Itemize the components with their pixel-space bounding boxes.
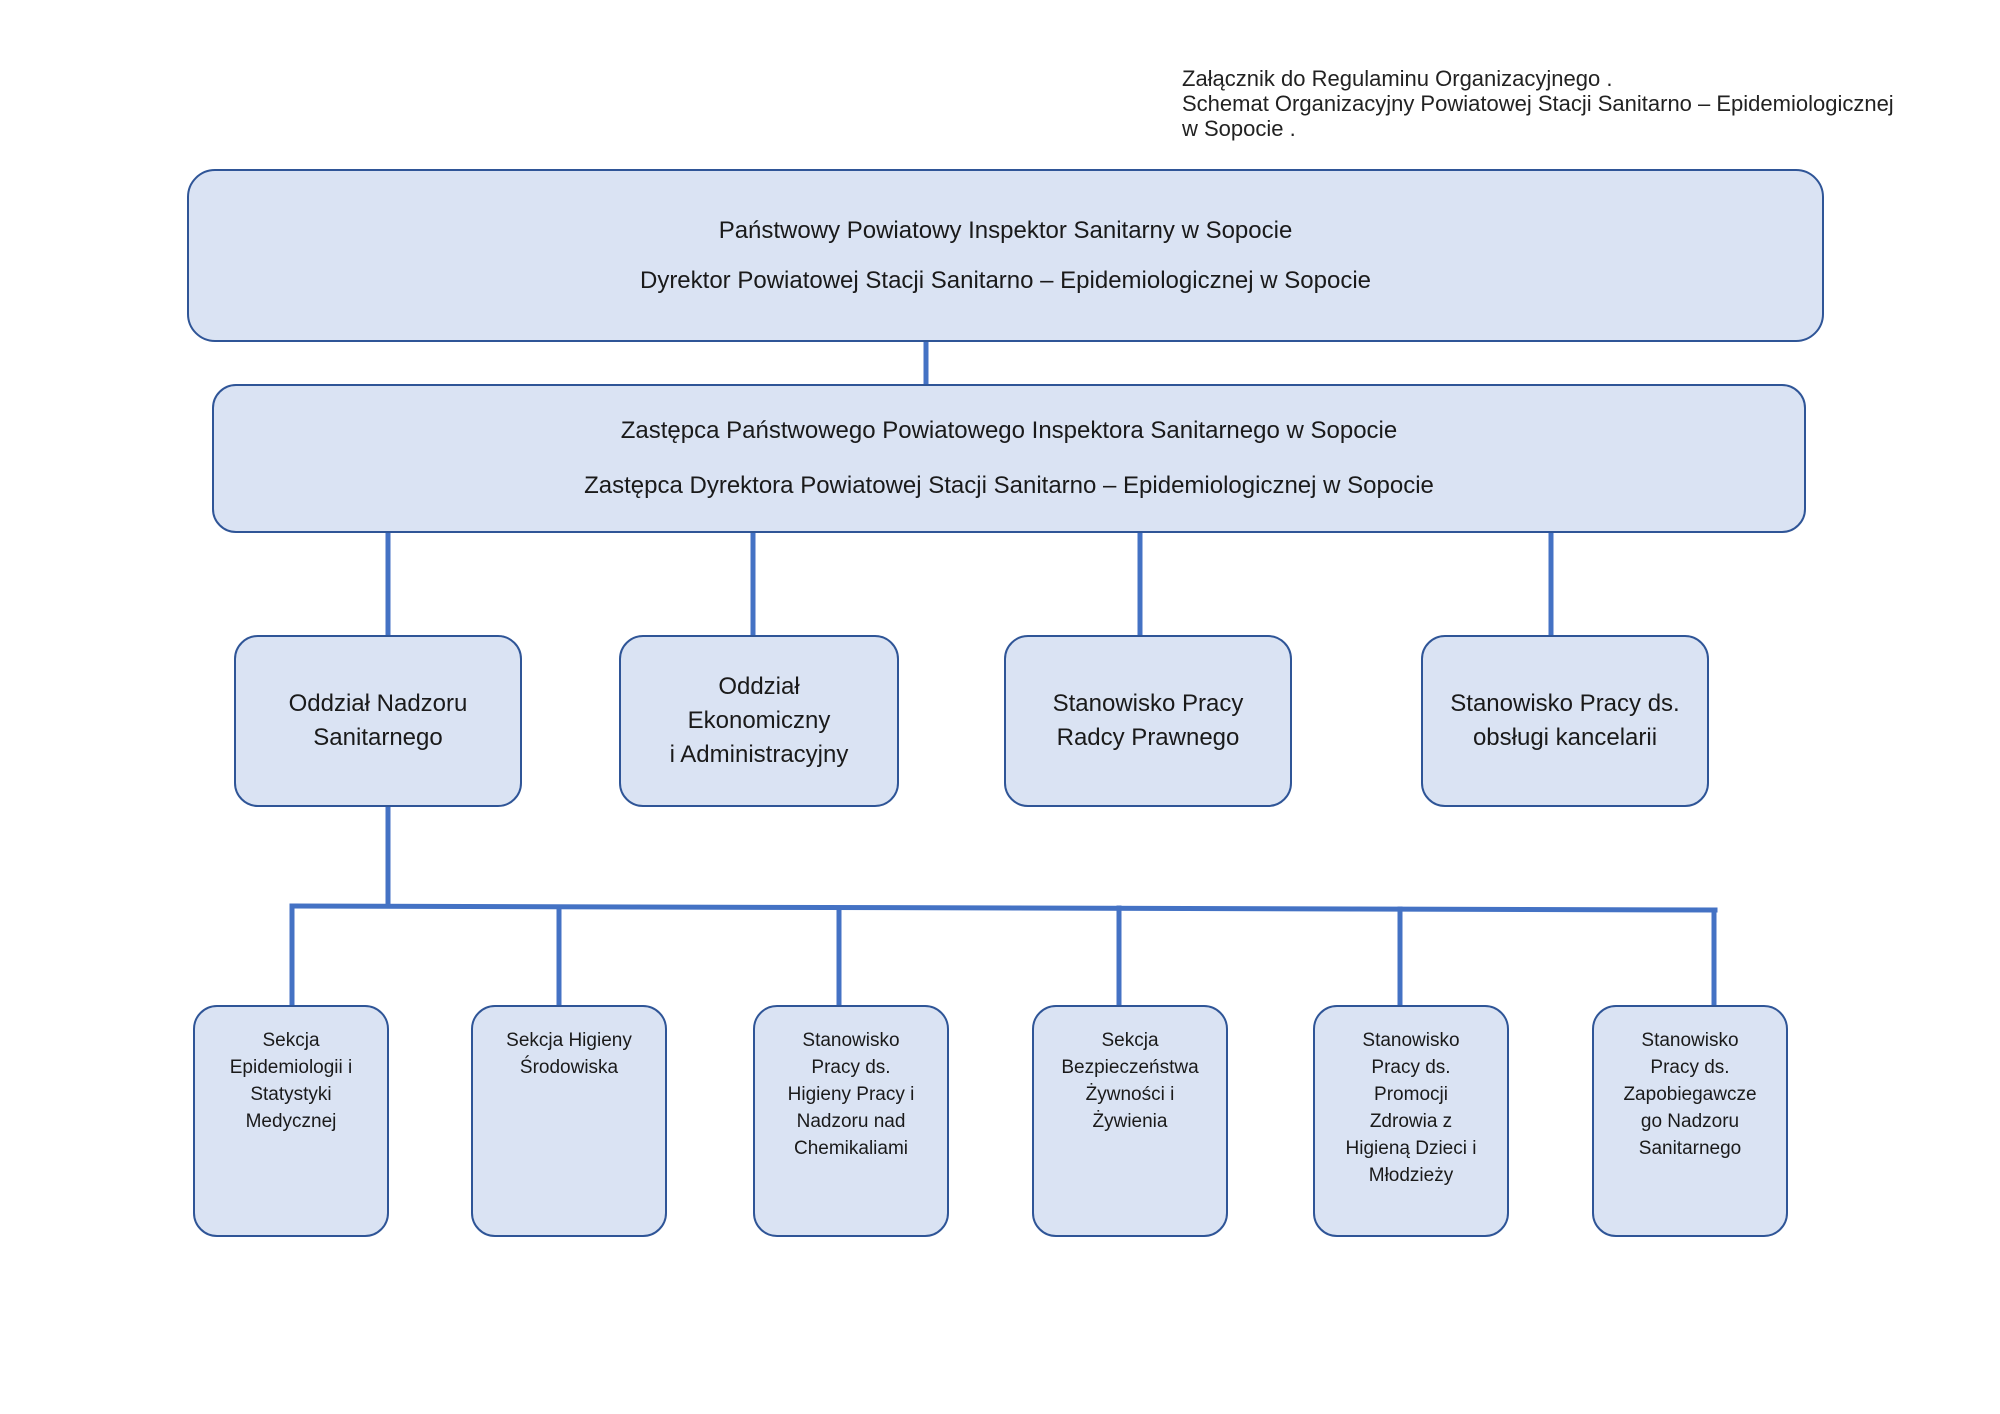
header-note-line-1: Załącznik do Regulaminu Organizacyjnego … [1182,66,1613,91]
section-label-line: Sekcja [262,1030,320,1051]
section-label-line: Zdrowia z [1369,1111,1453,1132]
section-box-food-safety: Sekcja Bezpieczeństwa Żywności i Żywieni… [1032,1005,1228,1237]
header-note-line-3: w Sopocie . [1182,116,1296,141]
department-box-economic-administrative: Oddział Ekonomiczny i Administracyjny [619,635,899,807]
header-note-line-2: Schemat Organizacyjny Powiatowej Stacji … [1182,91,1894,116]
department-label-line: Oddział Nadzoru [288,690,468,717]
department-label-line: Radcy Prawnego [1056,724,1240,751]
section-box-health-promotion: Stanowisko Pracy ds. Promocji Zdrowia z … [1313,1005,1509,1237]
section-box-epidemiology-statistics: Sekcja Epidemiologii i Statystyki Medycz… [193,1005,389,1237]
section-label-line: Higieny Pracy i [787,1084,915,1105]
section-label-line: Epidemiologii i [229,1057,353,1078]
section-label-line: Pracy ds. [1371,1057,1451,1078]
section-label-line: Nadzoru nad [796,1111,906,1132]
document-header-note: Załącznik do Regulaminu Organizacyjnego … [1182,66,1962,141]
section-label-line: go Nadzoru [1640,1111,1740,1132]
department-label-line: i Administracyjny [669,741,849,768]
department-box-sanitary-supervision: Oddział Nadzoru Sanitarnego [234,635,522,807]
section-box-preventive-supervision: Stanowisko Pracy ds. Zapobiegawcze go Na… [1592,1005,1788,1237]
department-label-line: Stanowisko Pracy [1052,690,1244,717]
department-box-chancellery: Stanowisko Pracy ds. obsługi kancelarii [1421,635,1709,807]
section-label-line: Sekcja Higieny [506,1030,632,1051]
department-label-line: Stanowisko Pracy ds. [1450,690,1680,717]
section-label-line: Bezpieczeństwa [1061,1057,1199,1078]
department-box-legal-counsel: Stanowisko Pracy Radcy Prawnego [1004,635,1292,807]
inspector-title: Państwowy Powiatowy Inspektor Sanitarny … [718,216,1293,244]
section-label-line: Żywności i [1085,1084,1175,1105]
department-label-line: obsługi kancelarii [1472,724,1658,751]
section-label-line: Sekcja [1101,1030,1159,1051]
connector-sections-bus [289,903,1718,913]
section-label-line: Stanowisko [1362,1030,1460,1051]
section-label-line: Stanowisko [1641,1030,1739,1051]
section-label-line: Środowiska [519,1057,619,1078]
section-label-line: Higieną Dzieci i [1345,1138,1477,1159]
section-label-line: Promocji [1374,1084,1448,1105]
section-box-environmental-hygiene: Sekcja Higieny Środowiska [471,1005,667,1237]
department-label-line: Sanitarnego [313,724,443,751]
director-title: Dyrektor Powiatowej Stacji Sanitarno – E… [639,266,1372,294]
section-label-line: Zapobiegawcze [1623,1084,1757,1105]
section-label-line: Stanowisko [802,1030,900,1051]
section-label-line: Statystyki [250,1084,332,1105]
deputy-inspector-title: Zastępca Państwowego Powiatowego Inspekt… [620,417,1398,444]
section-label-line: Pracy ds. [811,1057,891,1078]
section-label-line: Medycznej [245,1111,337,1132]
section-label-line: Żywienia [1092,1111,1168,1132]
section-label-line: Chemikaliami [793,1138,909,1159]
section-box-occupational-hygiene: Stanowisko Pracy ds. Higieny Pracy i Nad… [753,1005,949,1237]
section-label-line: Pracy ds. [1650,1057,1730,1078]
section-label-line: Młodzieży [1368,1165,1454,1186]
department-label-line: Oddział [718,673,800,700]
deputy-director-title: Zastępca Dyrektora Powiatowej Stacji San… [584,472,1434,499]
section-label-line: Sanitarnego [1638,1138,1742,1159]
department-label-line: Ekonomiczny [687,707,831,734]
deputy-box: Zastępca Państwowego Powiatowego Inspekt… [212,384,1806,533]
inspector-director-box: Państwowy Powiatowy Inspektor Sanitarny … [187,169,1824,342]
